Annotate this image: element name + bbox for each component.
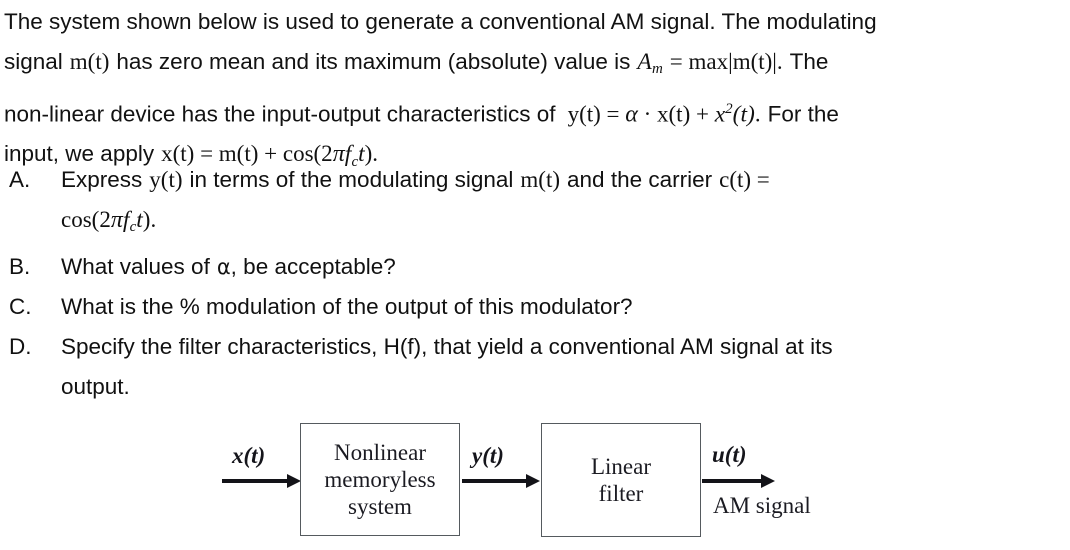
statement-line-3: non-linear device has the input-output c… [4,89,1066,134]
statement-line-2-text-a: signal [4,49,63,74]
math-x-squared-exponent: 2 [725,101,733,118]
signal-label-output: u(t) [712,442,747,467]
question-item-d: D. Specify the filter characteristics, H… [4,327,1066,407]
arrow-nonlinear-to-filter [462,479,527,483]
statement-line-3-text-b: For the [767,101,839,127]
question-b-text-a: What values of [61,254,210,280]
math-q-a-frequency: f [122,207,130,233]
math-carrier-frequency-subscript: c [351,153,359,170]
problem-paragraph: The system shown below is used to genera… [4,2,1066,182]
math-q-a-frequency-subscript: c [129,219,137,236]
statement-line-2-text-c: The [789,49,829,74]
block-filter-line-2: filter [598,481,644,506]
block-nonlinear-line-1: Nonlinear [334,440,426,465]
question-marker-b: B. [9,254,31,280]
math-q-a-c-of-t: c(t) = [719,167,770,192]
question-marker-c: C. [9,294,32,320]
math-carrier-frequency: f [344,141,352,168]
question-b-text-b: , be acceptable? [230,254,396,280]
question-a-text-c: and the carrier [567,167,713,192]
math-x-squared-base: x [714,101,726,128]
statement-line-4-text-a: input, we apply [4,141,155,167]
block-nonlinear-line-3: system [348,494,412,519]
block-nonlinear-line-2: memoryless [324,467,436,492]
question-c-line-1: What is the % modulation of the output o… [61,294,633,320]
math-x-equals-m-plus-cos: x(t) = m(t) + cos(2 [161,141,333,167]
statement-line-3-text-a: non-linear device has the input-output c… [4,101,556,127]
question-body-c: What is the % modulation of the output o… [61,287,1066,327]
math-y-of-t-equals: y(t) = [567,101,626,127]
math-q-a-time-variable: t [136,207,143,233]
math-x-squared-argument: (t) [732,101,755,128]
math-line-3-period: . [754,101,761,127]
signal-label-intermediate: y(t) [472,443,504,468]
math-q-a-m-of-t: m(t) [520,167,561,192]
output-caption-am-signal: AM signal [713,493,811,518]
statement-line-2-text-b: has zero mean and its maximum (absolute)… [116,49,631,74]
math-q-b-alpha: α [216,255,231,280]
block-nonlinear-memoryless-system: Nonlinear memoryless system [300,423,460,536]
problem-statement: The system shown below is used to genera… [4,2,1066,182]
math-max-abs-m: = max|m(t)|. [669,49,783,74]
question-d-line-1: Specify the filter characteristics, H(f)… [61,334,833,360]
math-q-a-y-of-t: y(t) [149,167,183,192]
question-marker-a: A. [9,167,31,192]
question-item-c: C. What is the % modulation of the outpu… [4,287,1066,327]
question-body-d: Specify the filter characteristics, H(f)… [61,327,1066,407]
block-linear-filter: Linear filter [541,423,701,537]
math-alpha: α [625,101,638,128]
math-pi: π [332,141,345,168]
block-diagram: x(t) Nonlinear memoryless system y(t) Li… [0,406,1070,550]
math-amplitude-subscript: m [651,61,663,78]
arrow-filter-to-output [702,479,762,483]
math-line-4-close: ). [364,141,379,167]
statement-line-1: The system shown below is used to genera… [4,2,1066,42]
math-q-a-close: ). [142,207,157,232]
math-q-a-pi: π [110,207,123,233]
math-times-x-of-t: · x(t) + [637,101,715,127]
math-m-of-t: m(t) [69,49,110,74]
math-time-variable: t [358,141,365,168]
math-q-a-cos-open: cos(2 [61,207,111,232]
math-amplitude-A: A [637,49,652,75]
question-a-text-b: in terms of the modulating signal [189,167,514,192]
question-a-line-2: cos(2πfct). [61,200,1066,247]
question-marker-d: D. [9,334,32,360]
block-filter-line-1: Linear [590,454,651,479]
arrow-input-to-nonlinear [222,479,288,483]
signal-label-input: x(t) [232,443,266,468]
question-a-text-a: Express [61,167,143,192]
statement-line-1-text: The system shown below is used to genera… [4,9,877,34]
question-d-line-2: output. [61,374,130,400]
